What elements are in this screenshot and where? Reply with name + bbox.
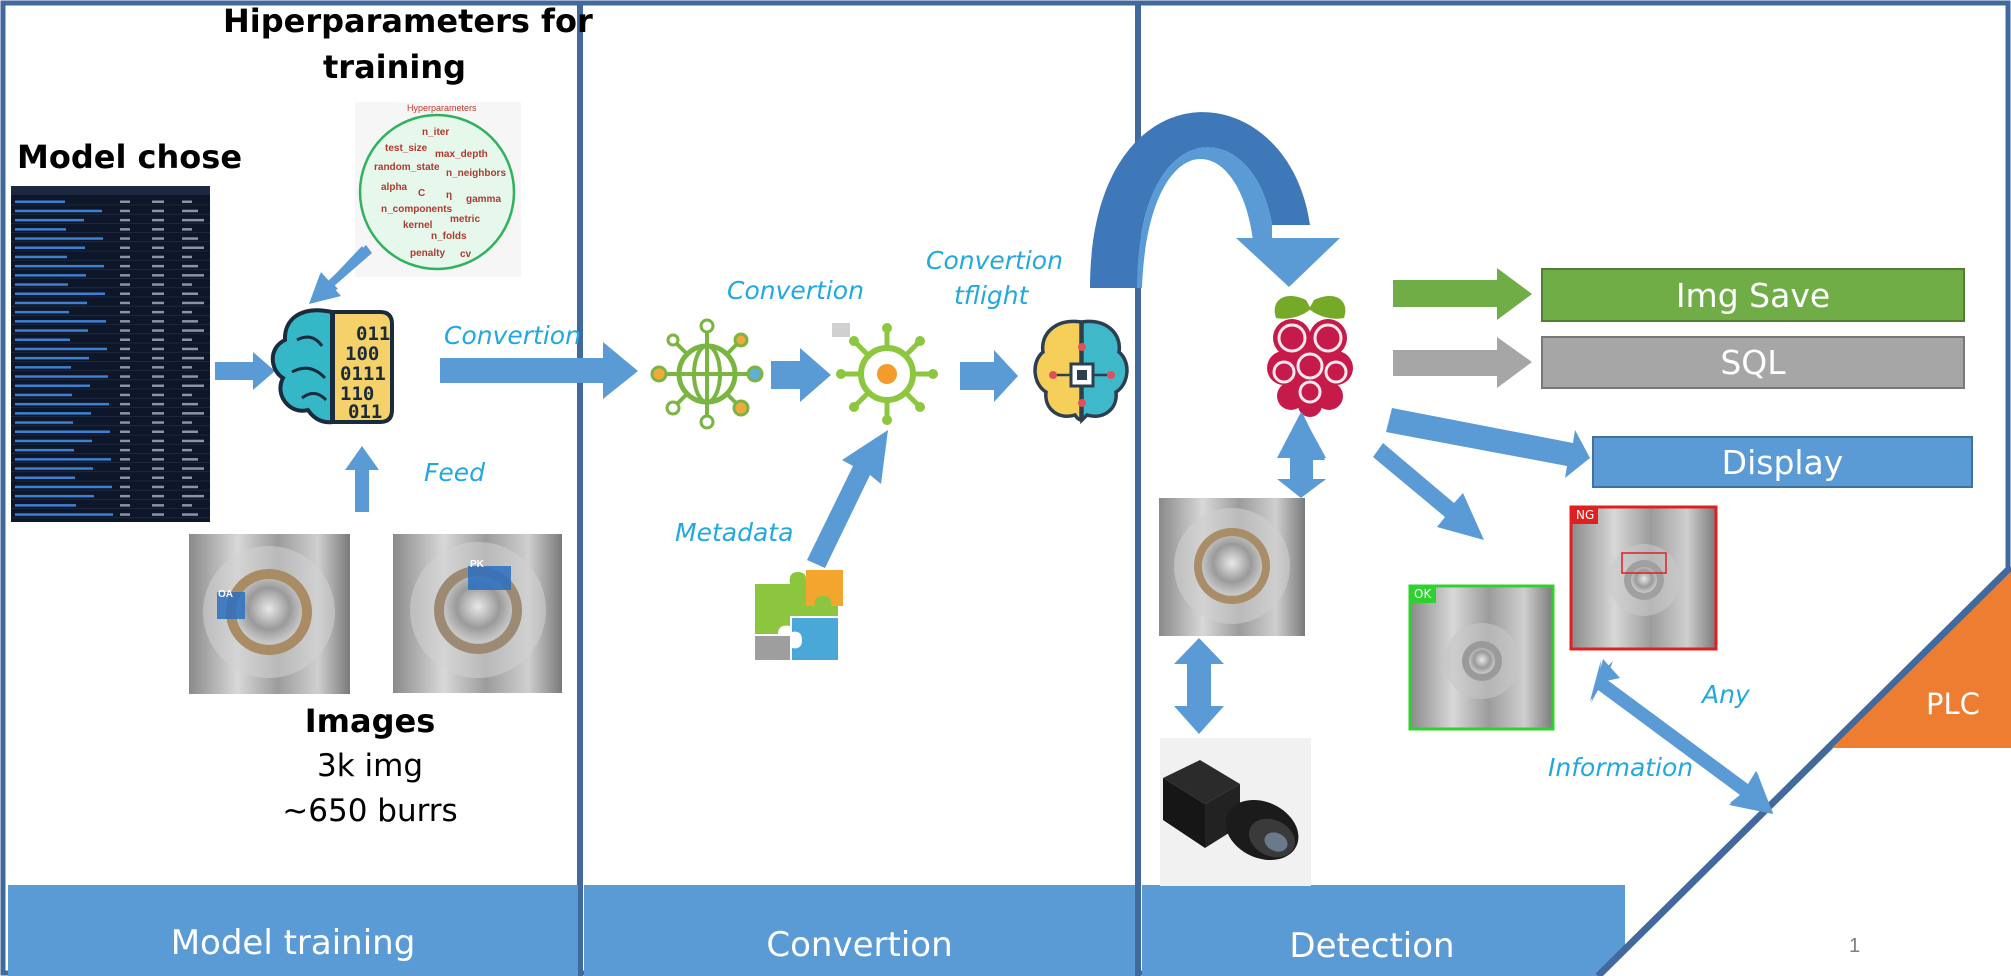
img-save-box: Img Save [1675, 275, 1831, 315]
images-count: 3k img [316, 748, 424, 784]
convertion-tflight-line2: tflight [954, 281, 1029, 310]
ng-tag: NG [1576, 508, 1595, 522]
hyper-word: test_size [385, 143, 428, 154]
output-boxes [1541, 268, 1973, 488]
svg-text:0111: 0111 [340, 363, 386, 385]
training-arrows [215, 245, 638, 512]
plc-label: PLC [1926, 687, 1980, 721]
training-sample-2 [393, 534, 562, 693]
information-label: Information [1548, 753, 1694, 782]
sql-box: SQL [1720, 343, 1786, 382]
svg-text:011: 011 [356, 323, 390, 345]
hyper-word: metric [450, 214, 481, 225]
ok-tag: OK [1414, 587, 1432, 601]
svg-text:110: 110 [340, 383, 374, 405]
arc-arrow [1090, 112, 1340, 288]
metadata-label: Metadata [675, 518, 794, 547]
hyperparameters-title-line1: Hiperparameters for [223, 2, 593, 40]
section-bars [8, 885, 1625, 976]
sample-tag-pk: PK [470, 559, 484, 570]
raspberry-pi-icon [1267, 296, 1353, 417]
hyper-word: random_state [374, 162, 440, 173]
section-label-model-training: Model training [170, 923, 416, 963]
hyper-word: n_iter [422, 127, 450, 138]
hyper-circle-heading: Hyperparameters [407, 103, 477, 113]
convertion-label-top: Convertion [727, 276, 864, 305]
hyper-word: C [418, 188, 426, 199]
svg-text:011: 011 [348, 401, 382, 423]
hyper-word: n_neighbors [446, 168, 507, 179]
puzzle-icon [755, 570, 843, 660]
model-chose-title: Model chose [17, 138, 243, 176]
hyper-word: kernel [403, 220, 433, 231]
brain-chip-icon: 011 100 0111 110 011 [270, 308, 394, 425]
convertion-arrows [771, 348, 1018, 568]
section-label-detection: Detection [1289, 926, 1455, 966]
network-hub-icon [650, 318, 764, 430]
images-title: Images [304, 702, 436, 740]
result-ok-image [1408, 584, 1555, 731]
page-number: 1 [1849, 935, 1861, 957]
burrs-count: ~650 burrs [282, 793, 458, 829]
model-table [11, 186, 210, 522]
plc-triangle [1832, 572, 2011, 748]
hyper-word: cv [460, 249, 472, 260]
virus-chip-icon [832, 323, 938, 426]
convertion-tflight-line1: Convertion [926, 246, 1063, 275]
hyper-word: n_folds [431, 231, 467, 242]
any-label: Any [1702, 680, 1750, 709]
hyper-word: η [446, 190, 453, 201]
hyperparameters-title-line2: training [323, 48, 467, 86]
section-label-convertion: Convertion [766, 925, 953, 965]
hyper-word: penalty [410, 248, 446, 259]
feed-label: Feed [424, 458, 486, 487]
hyper-word: gamma [466, 194, 502, 205]
convertion-label-training: Convertion [444, 321, 581, 350]
training-sample-1 [189, 534, 350, 694]
svg-text:100: 100 [345, 343, 379, 365]
ai-brain-icon [1033, 319, 1129, 425]
hyperparameter-circle [355, 102, 521, 277]
display-box: Display [1721, 442, 1844, 482]
hyper-word: max_depth [435, 149, 488, 160]
hyper-word: n_components [381, 204, 453, 215]
camera-icon [1160, 738, 1311, 886]
detection-arrows [1174, 268, 1773, 814]
hyper-word: alpha [381, 182, 408, 193]
result-ng-image [1569, 505, 1718, 651]
sample-tag-oa: OA [218, 589, 233, 600]
captured-image [1159, 498, 1305, 636]
